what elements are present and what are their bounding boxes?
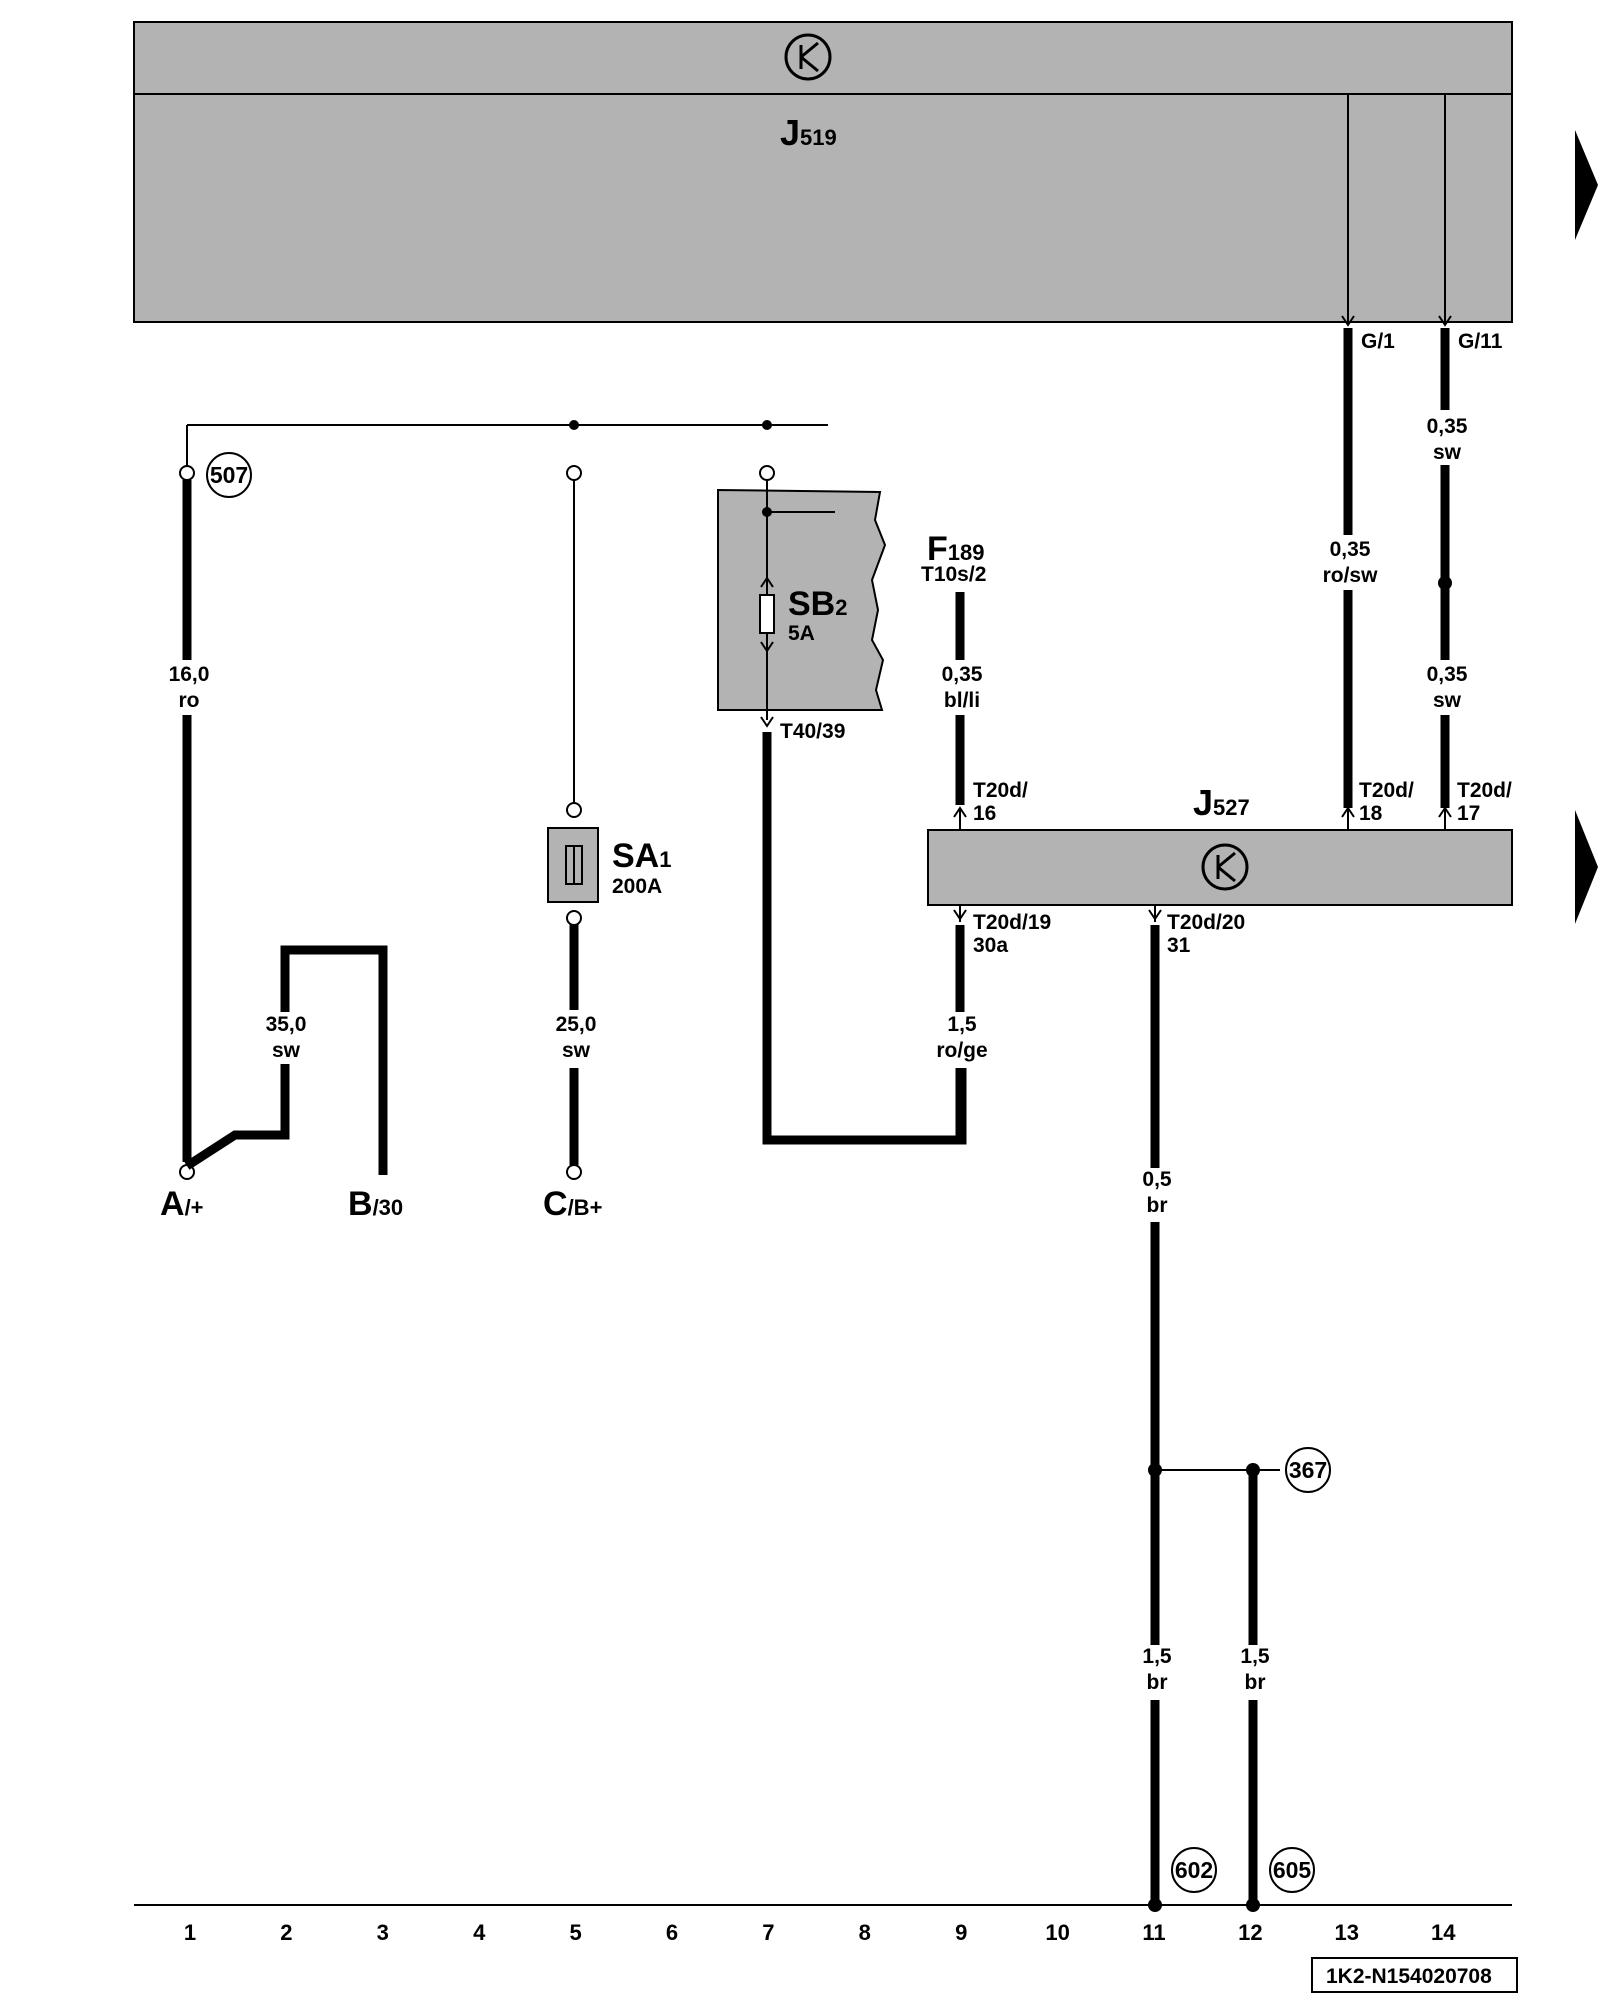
- wire-column-9: [953, 592, 967, 1140]
- module-j519-label: J519: [780, 112, 837, 153]
- column-number: 5: [569, 1920, 581, 1945]
- fuse-sa1: [547, 827, 599, 926]
- module-j519-body: [133, 21, 1513, 323]
- module-j519: J519: [133, 21, 1513, 323]
- column-number: 8: [859, 1920, 871, 1945]
- column-number: 1: [184, 1920, 196, 1945]
- column-number: 2: [280, 1920, 292, 1945]
- transistor-icon: [1201, 843, 1249, 891]
- module-j527: J527: [927, 782, 1513, 906]
- column-number: 4: [473, 1920, 486, 1945]
- svg-text:605: 605: [1273, 1857, 1312, 1883]
- circle-507: 507: [206, 452, 252, 498]
- column-number: 3: [377, 1920, 389, 1945]
- column-number: 9: [955, 1920, 967, 1945]
- pin-t20d-16: T20d/16: [973, 779, 1028, 825]
- transistor-icon: [784, 33, 832, 81]
- column-number: 6: [666, 1920, 678, 1945]
- fuse-sb2: [717, 480, 887, 720]
- continuation-arrow-top: [1575, 130, 1598, 240]
- continuation-arrow-middle: [1575, 810, 1598, 924]
- pin-g1: G/1: [1361, 330, 1395, 353]
- diagram-code: 1K2-N154020708: [1311, 1957, 1518, 1993]
- svg-text:602: 602: [1175, 1857, 1213, 1883]
- svg-text:1K2-N154020708: 1K2-N154020708: [1326, 1965, 1492, 1988]
- pin-t40-39: T40/39: [780, 720, 845, 743]
- column-number: 7: [762, 1920, 774, 1945]
- terminal-b: B/30: [348, 1185, 403, 1223]
- svg-text:367: 367: [1289, 1457, 1327, 1483]
- wire-column-1: [179, 465, 290, 1180]
- pin-t20d-17: T20d/17: [1457, 779, 1512, 825]
- pin-g11: G/11: [1458, 330, 1503, 353]
- component-f189-connector: T10s/2: [921, 563, 986, 586]
- circle-602: 602: [1171, 1847, 1217, 1893]
- wire-column-5: [566, 465, 582, 1180]
- component-f189-label: F189: [927, 530, 985, 568]
- column-number: 10: [1045, 1920, 1069, 1945]
- wire-column-11: [1148, 905, 1253, 1912]
- column-number: 12: [1238, 1920, 1262, 1945]
- fuse-sb2-rating: 5A: [788, 622, 815, 645]
- svg-text:507: 507: [210, 462, 248, 488]
- pin-t20d-18: T20d/18: [1359, 779, 1414, 825]
- column-number: 11: [1142, 1920, 1165, 1945]
- terminal-c: C/B+: [543, 1185, 602, 1223]
- module-j527-label: J527: [1193, 782, 1250, 823]
- column-number: 13: [1335, 1920, 1359, 1945]
- wire-column-13: [1341, 94, 1355, 830]
- wire-column-12: [1246, 1463, 1280, 1912]
- bus-line: [186, 420, 828, 473]
- circle-367: 367: [1285, 1447, 1331, 1493]
- column-number: 14: [1431, 1920, 1456, 1945]
- fuse-sa1-rating: 200A: [612, 875, 662, 898]
- circle-605: 605: [1269, 1847, 1315, 1893]
- fuse-sa1-label: SA1: [612, 837, 671, 875]
- terminal-a: A/+: [160, 1185, 204, 1223]
- fuse-sb2-label: SB2: [788, 585, 847, 623]
- wire-column-14: [1438, 94, 1452, 830]
